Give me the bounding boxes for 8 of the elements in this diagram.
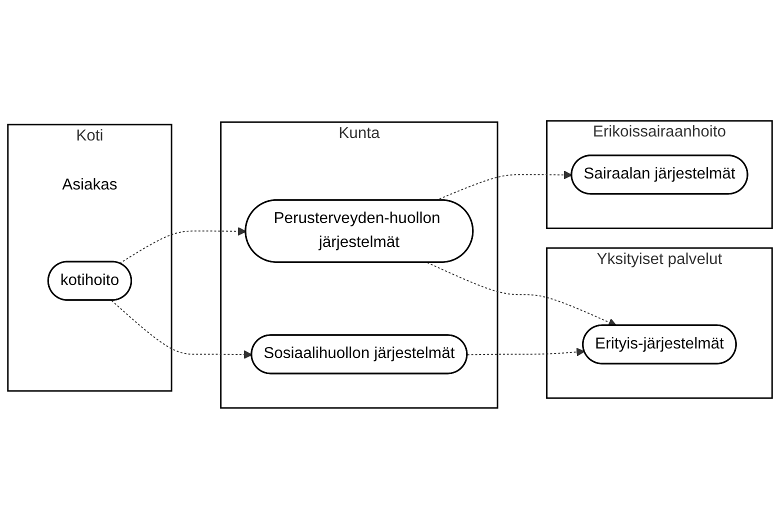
cluster [546,120,773,229]
arrow [466,347,585,356]
node-text: Asiakas [62,176,118,194]
arrow [111,300,252,359]
cluster [220,120,498,408]
arrow [426,262,617,326]
cluster [7,123,172,392]
cluster [546,246,773,398]
